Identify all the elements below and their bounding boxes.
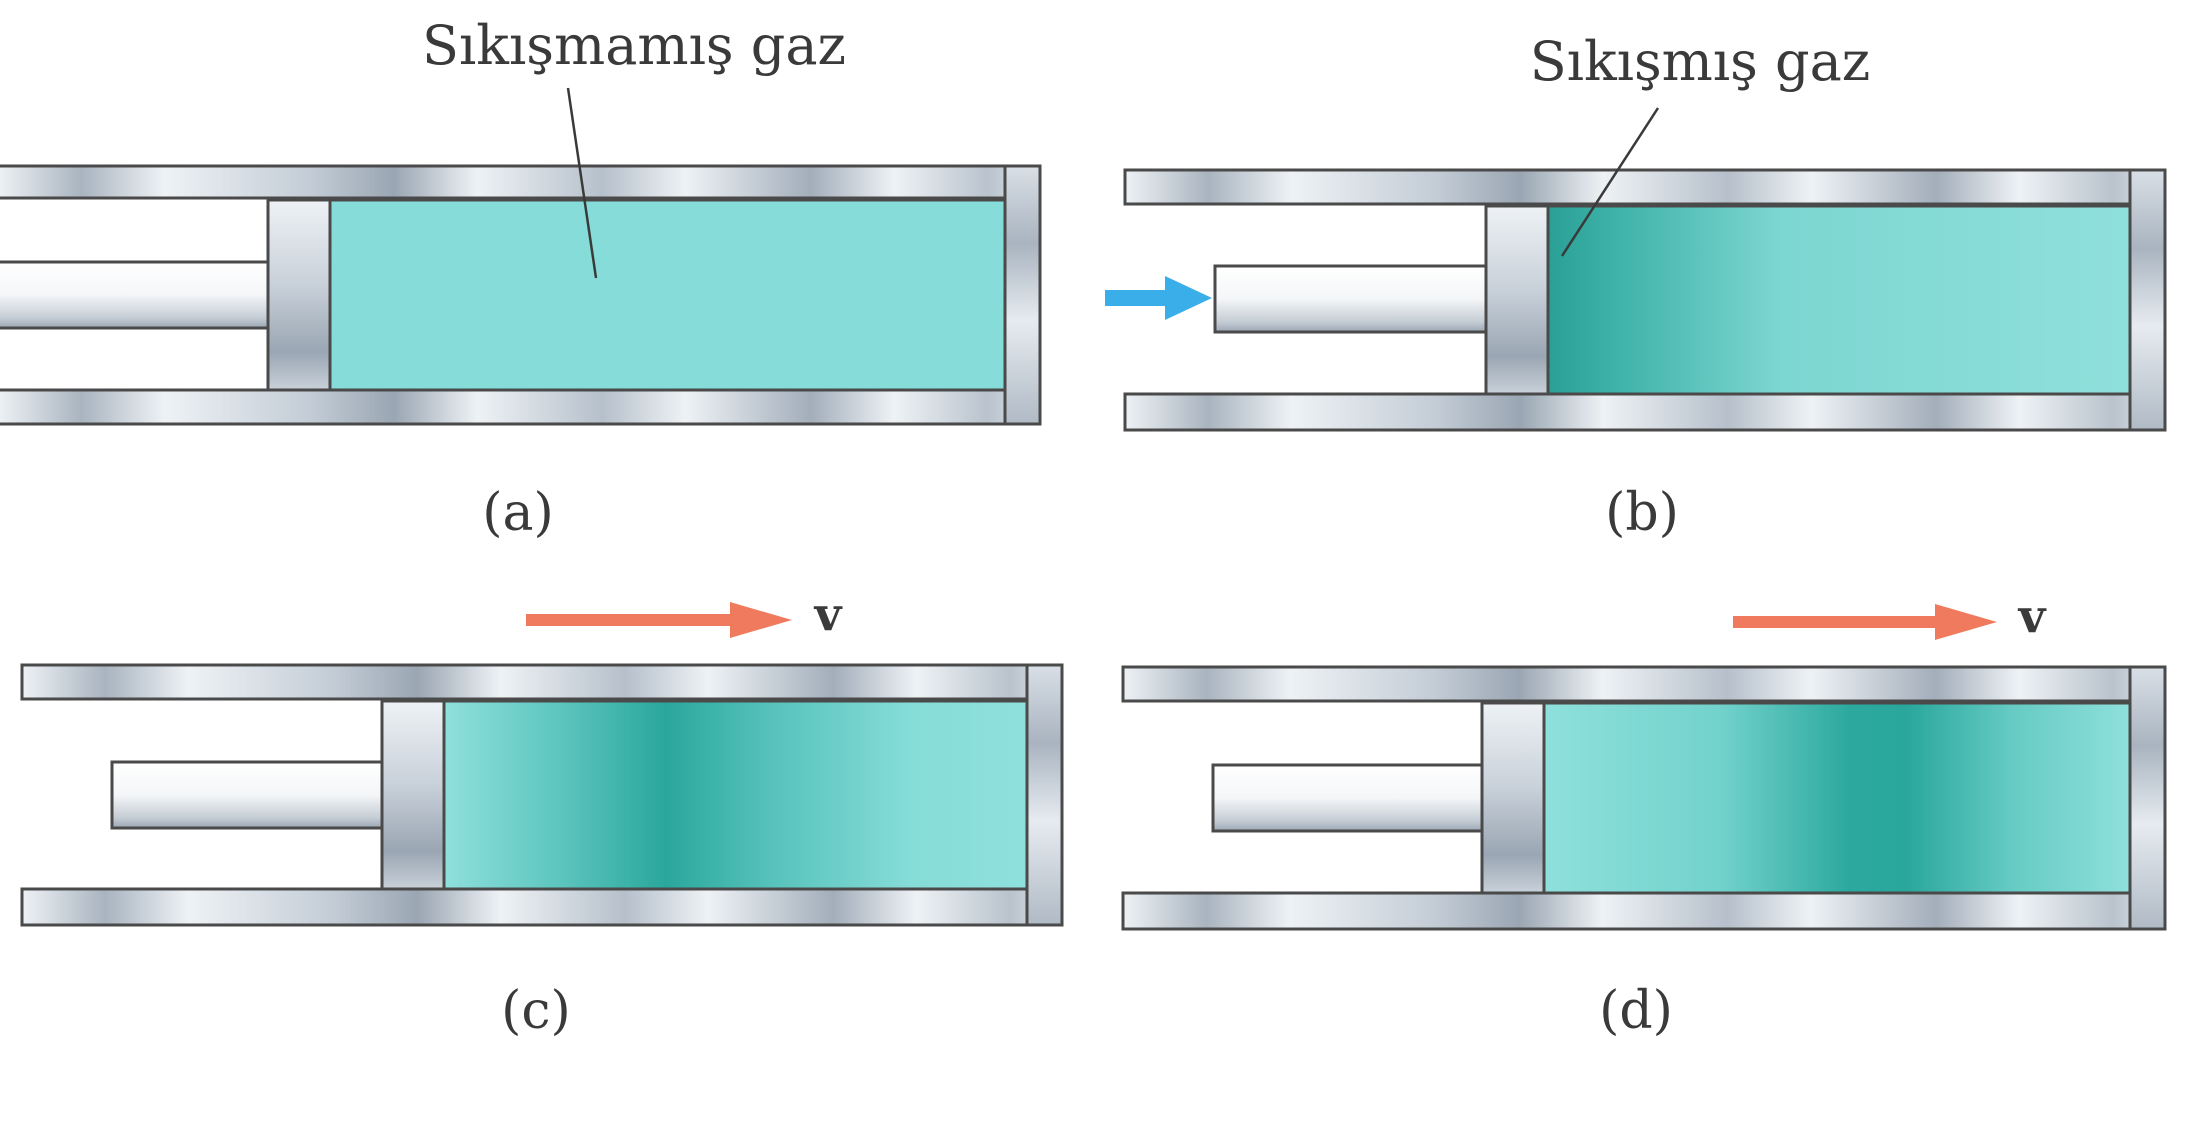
push-arrow bbox=[1105, 276, 1212, 320]
panel-caption: (b) bbox=[1605, 483, 1679, 543]
piston-rod bbox=[110, 760, 384, 830]
panel-caption: (a) bbox=[482, 483, 554, 543]
tube-top-wall bbox=[1123, 168, 2167, 206]
panel-d: v (d) bbox=[1121, 589, 2167, 1041]
label-leader-line bbox=[1560, 107, 1660, 257]
compressed-gas-region bbox=[1546, 204, 2132, 396]
tube-end-cap bbox=[1003, 164, 1042, 426]
compressed-gas-label: Sıkışmış gaz bbox=[1530, 30, 1871, 93]
tube-bottom-wall bbox=[1123, 392, 2167, 432]
uncompressed-gas-label: Sıkışmamış gaz bbox=[422, 14, 846, 77]
tube-top-wall bbox=[1121, 665, 2167, 703]
tube-top-wall bbox=[20, 663, 1064, 701]
piston-rod bbox=[0, 260, 270, 330]
tube-end-cap bbox=[2128, 168, 2167, 432]
tube bbox=[20, 663, 1064, 927]
piston bbox=[380, 699, 446, 891]
tube-bottom-wall bbox=[0, 388, 1042, 426]
panel-caption: (d) bbox=[1599, 981, 1673, 1041]
panel-c: v (c) bbox=[20, 587, 1064, 1041]
uncompressed-gas-region bbox=[328, 198, 1007, 392]
piston-rod bbox=[1213, 264, 1488, 334]
compression-pulse-gas-region bbox=[442, 699, 1029, 891]
piston bbox=[266, 198, 332, 392]
velocity-arrow bbox=[1733, 604, 1997, 640]
tube-bottom-wall bbox=[1121, 891, 2167, 931]
velocity-label: v bbox=[814, 587, 843, 641]
tube-end-cap bbox=[1025, 663, 1064, 927]
tube bbox=[1123, 168, 2167, 432]
panel-caption: (c) bbox=[501, 981, 571, 1041]
piston bbox=[1484, 204, 1550, 396]
panel-b: Sıkışmış gaz (b) bbox=[1105, 30, 2167, 543]
panel-a: Sıkışmamış gaz (a) bbox=[0, 14, 1042, 543]
label-leader-line bbox=[566, 87, 598, 279]
tube-end-cap bbox=[2128, 665, 2167, 931]
compression-pulse-gas-region bbox=[1542, 701, 2132, 895]
velocity-label: v bbox=[2018, 589, 2047, 643]
piston bbox=[1480, 701, 1546, 895]
velocity-arrow bbox=[526, 602, 792, 638]
piston-rod bbox=[1211, 763, 1484, 833]
tube-bottom-wall bbox=[20, 887, 1064, 927]
tube-top-wall bbox=[0, 164, 1042, 200]
